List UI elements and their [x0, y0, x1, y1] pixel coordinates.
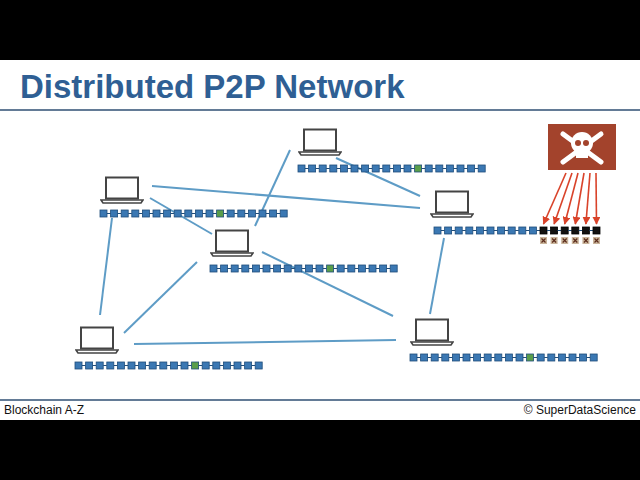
- slide-ground: [0, 60, 640, 420]
- p2p-links: [100, 150, 444, 344]
- footer-label: Blockchain A-Z: [4, 403, 84, 417]
- attacker-icon: [548, 124, 616, 170]
- slide-title: Distributed P2P Network: [20, 68, 404, 106]
- title-rule: [0, 109, 640, 111]
- footer-label: © SuperDataScience: [524, 403, 636, 417]
- laptop-icons: [76, 130, 473, 354]
- footer-rule: [0, 399, 640, 401]
- attack-arrows: [544, 173, 597, 224]
- blockchains: [75, 165, 600, 369]
